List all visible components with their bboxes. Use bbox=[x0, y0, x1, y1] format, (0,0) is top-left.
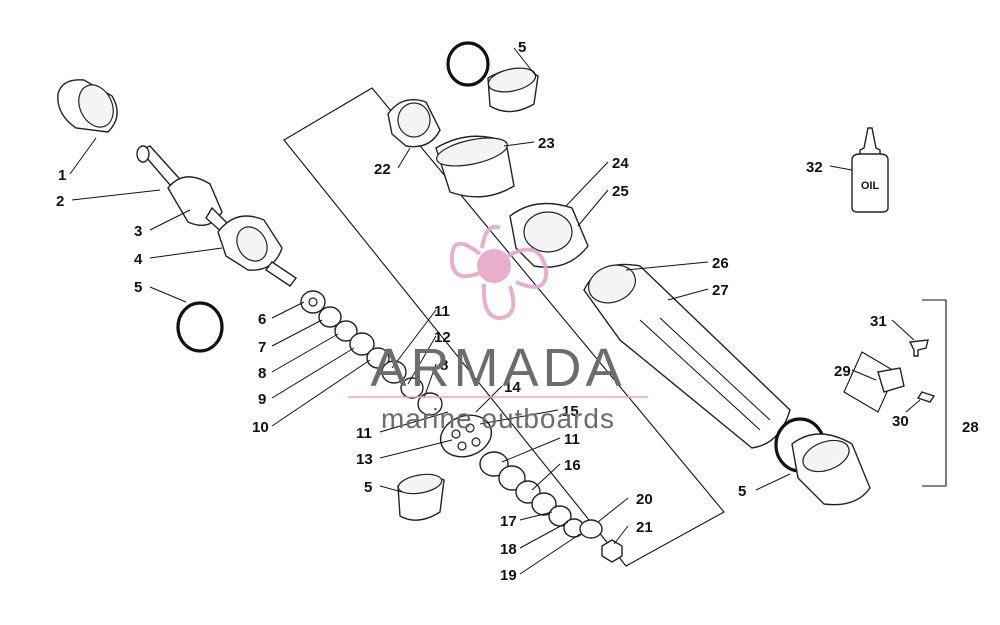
callout-5-band: 5 bbox=[364, 479, 372, 496]
callout-17: 17 bbox=[500, 513, 517, 530]
callout-24: 24 bbox=[612, 155, 629, 172]
callout-8-left: 8 bbox=[258, 365, 266, 382]
callout-5-right: 5 bbox=[738, 483, 746, 500]
part-3-shaft-eye bbox=[167, 176, 231, 236]
assembly-frame bbox=[283, 87, 725, 567]
shim-stack-lower bbox=[479, 451, 585, 538]
part-20-washer bbox=[579, 519, 603, 539]
callout-2: 2 bbox=[56, 193, 64, 210]
callout-10: 10 bbox=[252, 419, 269, 436]
part-5-oring-left bbox=[176, 301, 224, 353]
oil-bottle-label: OIL bbox=[861, 180, 880, 192]
callout-23: 23 bbox=[538, 135, 555, 152]
part-29-valve bbox=[877, 367, 905, 393]
watermark-brand: ARMADA bbox=[370, 338, 625, 398]
callout-5-top: 5 bbox=[518, 39, 526, 56]
callout-28: 28 bbox=[962, 419, 979, 436]
callout-27: 27 bbox=[712, 282, 729, 299]
part-13-piston bbox=[439, 414, 493, 458]
callout-11-mid: 11 bbox=[356, 425, 372, 442]
callout-30: 30 bbox=[892, 413, 909, 430]
callout-4: 4 bbox=[134, 251, 143, 268]
shim-stack-upper bbox=[300, 290, 443, 416]
callout-25: 25 bbox=[612, 183, 629, 200]
part-21-nut bbox=[601, 539, 623, 563]
callout-11-low: 11 bbox=[564, 431, 580, 448]
callout-26: 26 bbox=[712, 255, 729, 272]
callout-6: 6 bbox=[258, 311, 266, 328]
callout-12: 12 bbox=[434, 329, 451, 346]
bracket-28-group bbox=[843, 351, 897, 413]
callout-14: 14 bbox=[504, 379, 521, 396]
bracket-28 bbox=[922, 299, 947, 487]
callout-15: 15 bbox=[562, 403, 579, 420]
part-23-sleeve bbox=[435, 135, 515, 198]
callout-8-right: 8 bbox=[440, 357, 448, 374]
callout-29: 29 bbox=[834, 363, 851, 380]
callout-7: 7 bbox=[258, 339, 266, 356]
callout-1: 1 bbox=[58, 167, 66, 184]
watermark-tagline: marine outboards bbox=[381, 403, 615, 434]
part-1-bushing bbox=[57, 79, 118, 133]
callout-3: 3 bbox=[134, 223, 142, 240]
callout-32: 32 bbox=[806, 159, 823, 176]
part-30-oring-small bbox=[916, 391, 936, 403]
callout-16: 16 bbox=[564, 457, 581, 474]
part-24-spring-nut bbox=[509, 202, 589, 268]
part-4-seal-head bbox=[217, 215, 298, 287]
callout-9: 9 bbox=[258, 391, 266, 408]
part-32-oil-bottle: OIL bbox=[851, 127, 889, 213]
part-22-bearing-cap bbox=[387, 99, 441, 148]
callout-31: 31 bbox=[870, 313, 887, 330]
part-2-shaft bbox=[136, 145, 188, 193]
part-31-screw bbox=[908, 339, 929, 357]
part-5-piston-band bbox=[397, 473, 445, 521]
callout-13: 13 bbox=[356, 451, 373, 468]
callout-20: 20 bbox=[636, 491, 653, 508]
callout-11-top: 11 bbox=[434, 303, 450, 320]
part-28-end-cap bbox=[791, 433, 871, 506]
callout-19: 19 bbox=[500, 567, 517, 584]
callout-22: 22 bbox=[374, 161, 391, 178]
part-5-oring-top bbox=[446, 41, 490, 87]
watermark-logo bbox=[449, 225, 549, 321]
part-5-band-top bbox=[487, 67, 539, 113]
callout-5-left: 5 bbox=[134, 279, 142, 296]
part-26-27-spring-body bbox=[583, 263, 791, 449]
callout-18: 18 bbox=[500, 541, 517, 558]
callout-21: 21 bbox=[636, 519, 653, 536]
